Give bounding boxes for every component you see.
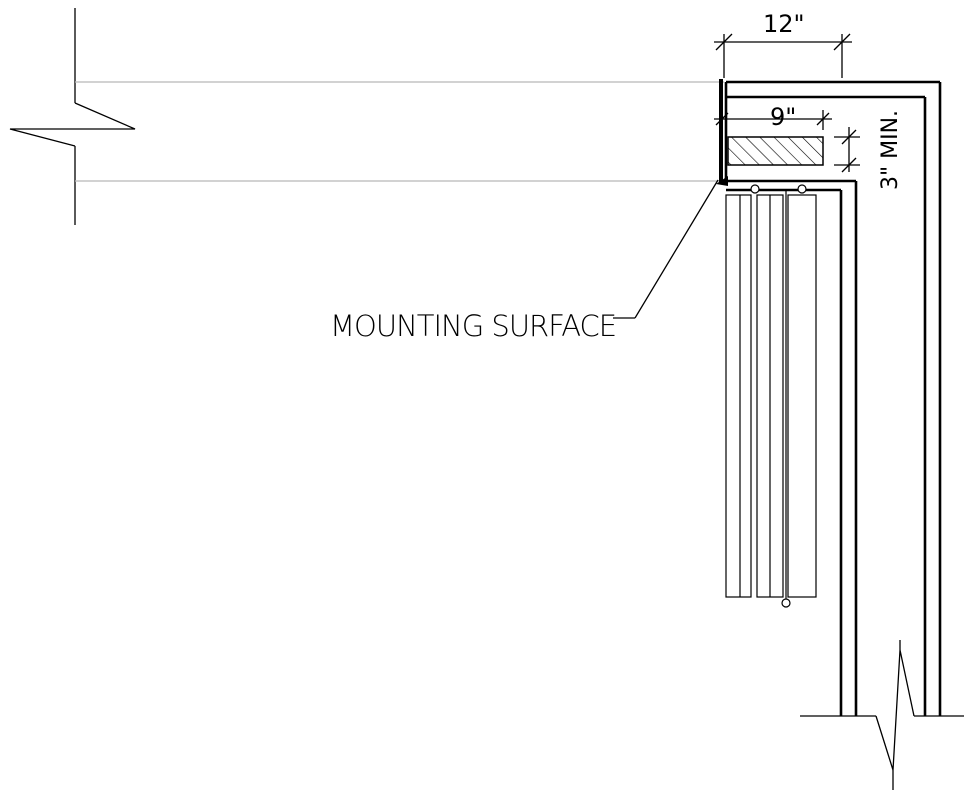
dimension-12-label: 12" (763, 10, 805, 38)
hanging-panels (725, 184, 817, 608)
dimension-3-min-label: 3" MIN. (878, 110, 903, 190)
dimension-12 (714, 33, 852, 78)
dimension-9-label: 9" (770, 103, 796, 131)
bottom-break-line (800, 640, 964, 790)
guide-lines (75, 81, 724, 182)
left-break-line (9, 8, 136, 225)
dimension-3-min (834, 127, 860, 173)
blocking-member (727, 136, 824, 166)
mounting-surface-leader (613, 179, 719, 319)
mounting-surface-label: MOUNTING SURFACE (330, 309, 616, 343)
valance-frame (724, 80, 942, 716)
dimension-9 (714, 110, 832, 130)
